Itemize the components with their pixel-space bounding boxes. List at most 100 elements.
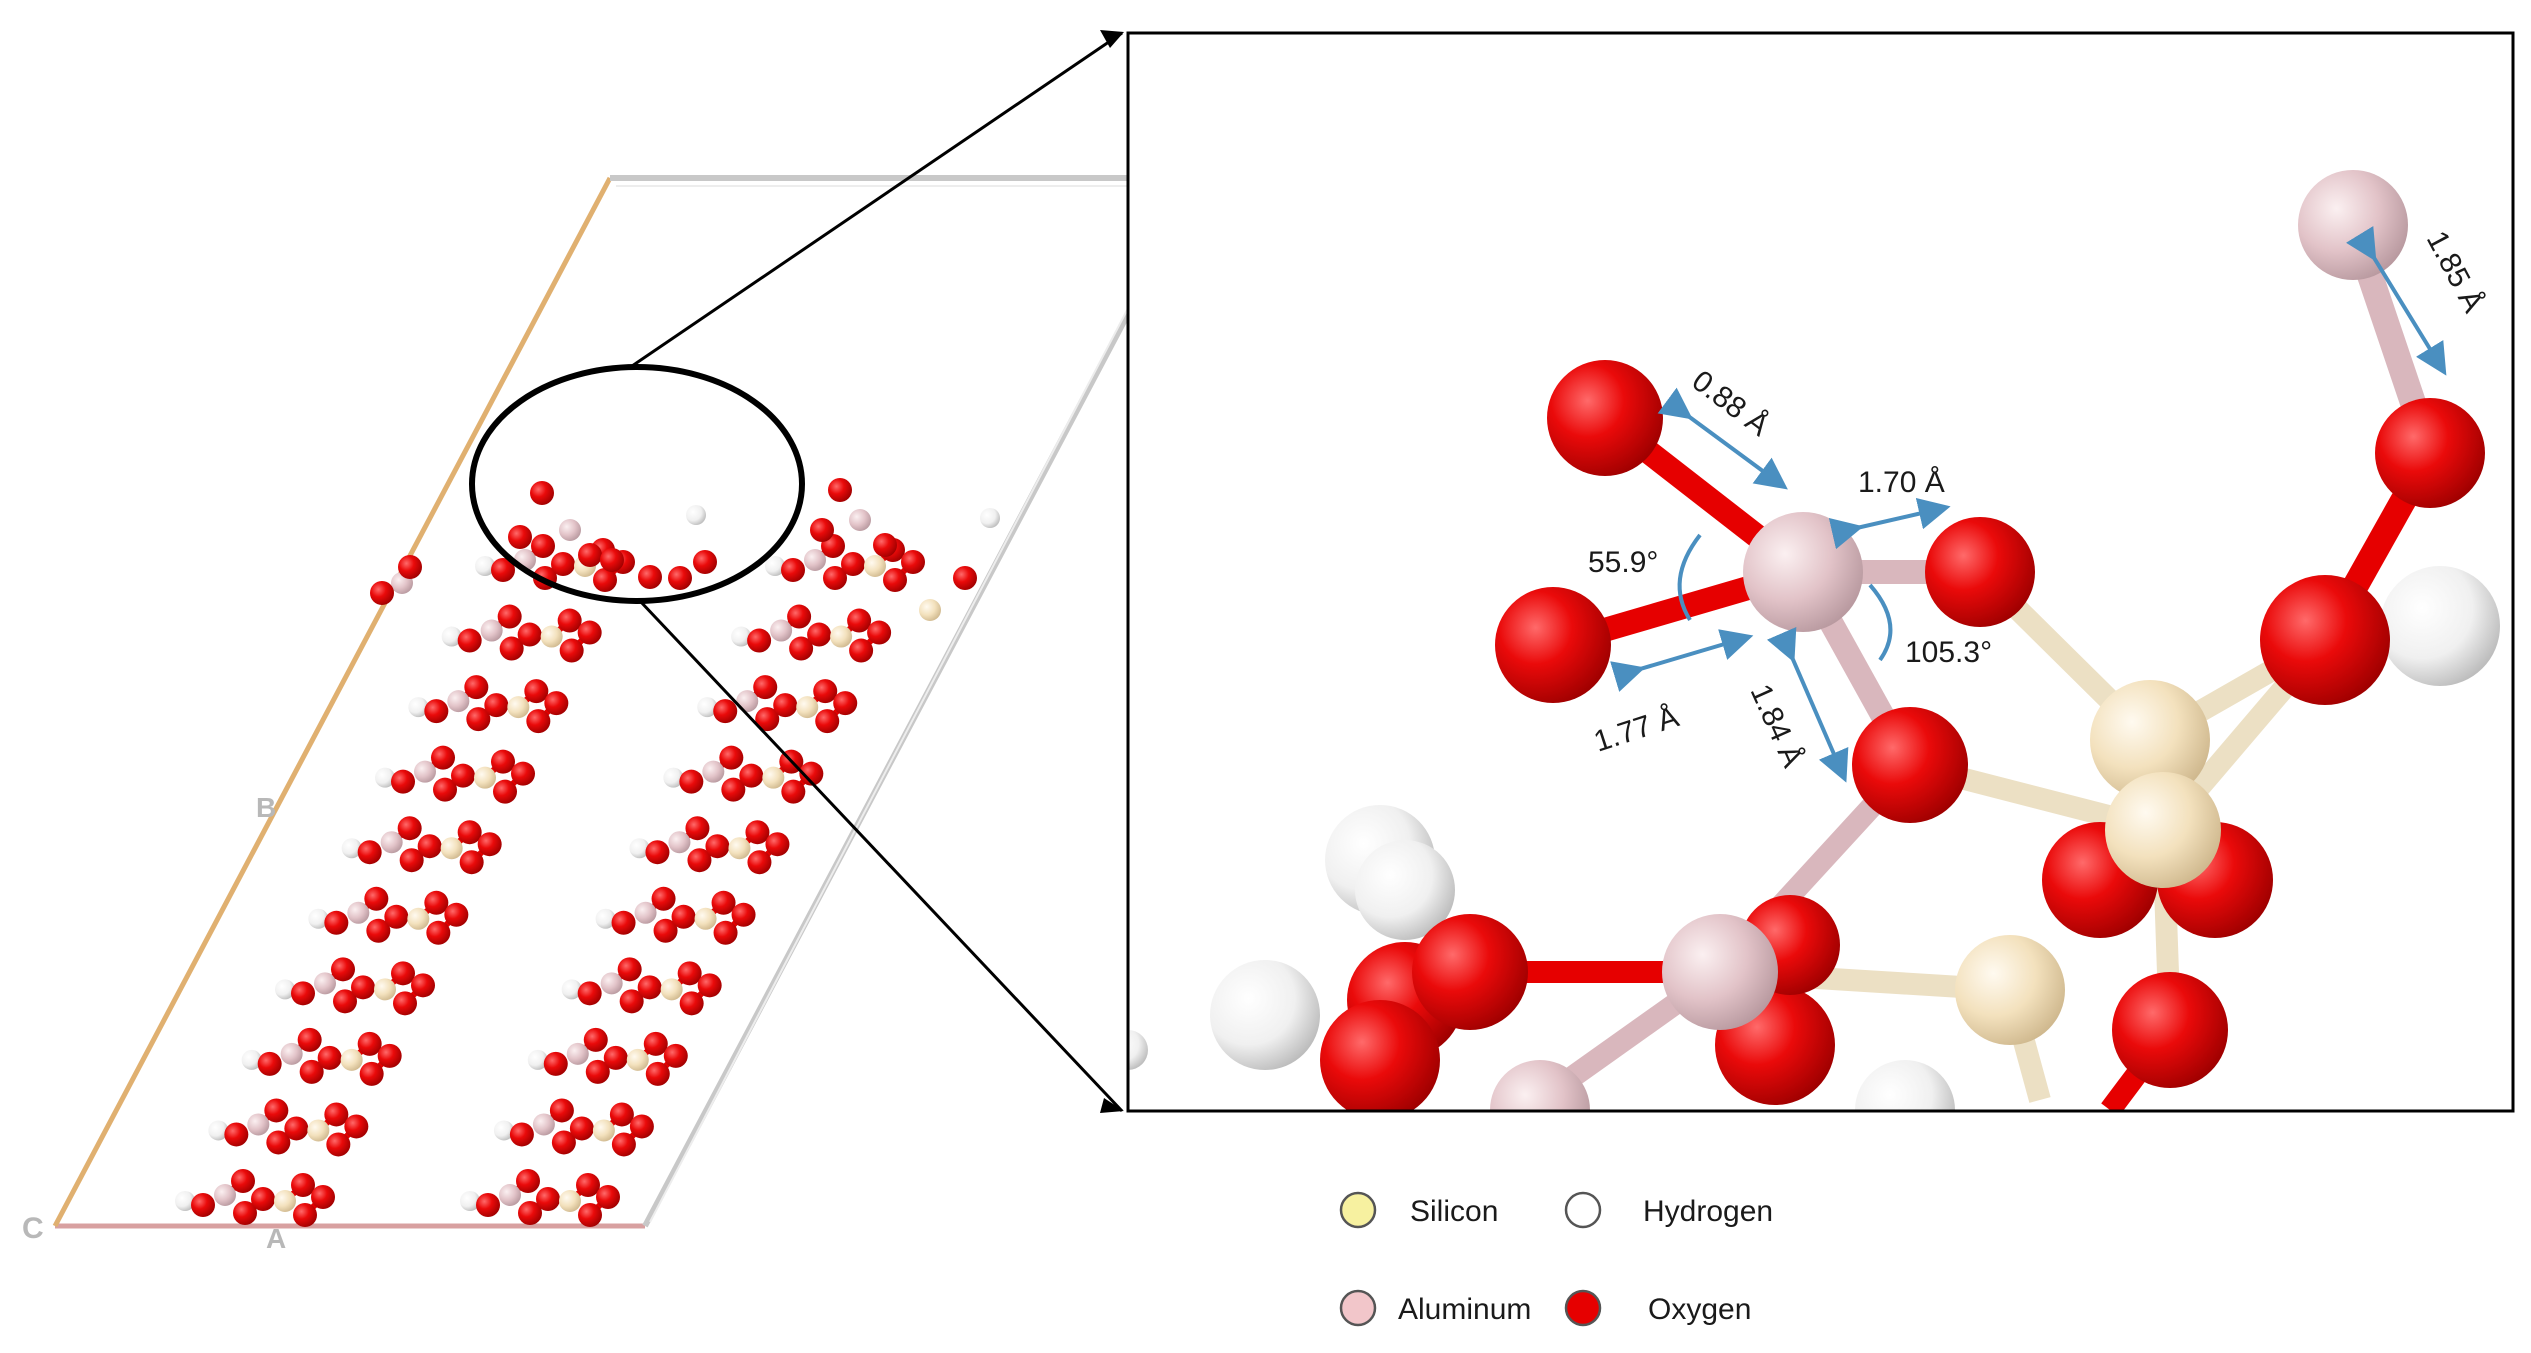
oxygen-atom: [531, 534, 555, 558]
oxygen-atom: [518, 1201, 542, 1225]
oxygen-atom: [251, 1187, 275, 1211]
oxygen-atom: [299, 1059, 324, 1084]
oxygen-atom: [497, 604, 522, 629]
aluminum-atom: [499, 1184, 521, 1206]
oxygen-atom: [431, 745, 455, 770]
oxygen-atom: [713, 920, 738, 945]
oxygen-atom: [324, 910, 349, 935]
hydrogen-atom: [595, 908, 616, 929]
oxygen-atom: [585, 1059, 610, 1084]
oxygen-atom: [611, 1132, 636, 1157]
measurement-label: 105.3°: [1905, 636, 1992, 669]
oxygen-atom: [311, 1185, 335, 1209]
oxygen-atom: [466, 707, 491, 732]
oxygen-atom: [609, 1102, 634, 1127]
oxygen-atom: [953, 566, 977, 590]
aluminum-atom: [314, 972, 336, 995]
oxygen-atom: [493, 779, 517, 804]
legend-item-oxygen: Oxygen: [1564, 1289, 1751, 1327]
oxygen-atom: [577, 981, 602, 1006]
aluminum-atom: [702, 760, 725, 783]
hydrogen-atom: [241, 1049, 262, 1070]
legend-item-aluminum: Aluminum: [1339, 1289, 1531, 1327]
oxygen-atom: [611, 910, 636, 935]
zoom-aluminum-atom: [1490, 1060, 1590, 1111]
oxygen-atom: [679, 991, 704, 1016]
oxygen-atom: [364, 886, 389, 911]
oxygen-atom: [617, 957, 642, 982]
oxygen-atom: [755, 707, 780, 732]
oxygen-atom: [596, 1185, 620, 1209]
oxygen-atom: [645, 840, 670, 865]
oxygen-atom: [397, 816, 422, 841]
silicon-swatch-icon: [1339, 1191, 1377, 1229]
oxygen-atom: [459, 850, 484, 875]
oxygen-atom: [637, 975, 662, 1000]
aluminum-atom: [559, 519, 581, 541]
hydrogen-atom: [208, 1120, 229, 1141]
aluminum-atom: [770, 619, 793, 642]
oxygen-atom: [557, 608, 582, 633]
oxygen-atom: [629, 1114, 654, 1139]
oxygen-atom: [713, 699, 738, 724]
oxygen-atom: [444, 902, 469, 927]
aluminum-atom: [532, 1113, 555, 1136]
oxygen-atom: [668, 566, 692, 590]
oxygen-atom: [873, 533, 897, 557]
oxygen-atom: [508, 525, 532, 549]
silicon-atom: [440, 837, 463, 860]
aluminum-atom: [736, 690, 759, 713]
zoom-connectors: [631, 30, 1124, 1113]
oxygen-atom: [693, 550, 717, 574]
oxygen-atom: [651, 886, 676, 911]
cell-edge-b: [52, 176, 613, 1228]
oxygen-atom: [326, 1132, 351, 1157]
axis-label-c: C: [22, 1212, 44, 1245]
silicon-atom: [728, 837, 751, 860]
silicon-atom: [830, 625, 853, 648]
oxygen-atom: [671, 904, 696, 929]
oxygen-atom: [781, 779, 806, 804]
oxygen-atom: [491, 749, 515, 774]
oxygen-atom: [711, 890, 736, 915]
aluminum-atom: [849, 509, 871, 531]
oxygen-atom: [464, 675, 489, 700]
oxygen-atom: [685, 816, 710, 841]
aluminum-atom: [447, 690, 470, 713]
zoom-aluminum-atom: [1743, 512, 1863, 632]
hydrogen-atom: [308, 908, 329, 929]
oxygen-atom: [233, 1201, 257, 1225]
silicon-atom: [507, 696, 530, 719]
oxygen-atom: [511, 761, 535, 786]
oxygen-atom: [679, 769, 704, 794]
aluminum-atom: [634, 901, 657, 924]
oxygen-atom: [393, 991, 417, 1016]
oxygen-atom: [901, 550, 925, 574]
oxygen-atom: [530, 481, 554, 505]
oxygen-atom: [543, 1051, 568, 1076]
oxygen-atom: [344, 1114, 369, 1139]
hydrogen-atom: [527, 1049, 548, 1070]
oxygen-atom: [781, 558, 805, 582]
oxygen-atom: [697, 973, 722, 998]
zoom-silicon-atom: [1955, 935, 2065, 1045]
hydrogen-atom: [175, 1191, 195, 1211]
oxygen-atom: [476, 1193, 500, 1217]
unit-cell-view: C A B: [22, 175, 1205, 1254]
silicon-atom: [540, 625, 563, 648]
zoom-hydrogen-atom: [1355, 840, 1455, 940]
oxygen-atom: [391, 769, 415, 794]
oxygen-atom: [509, 1122, 534, 1147]
zoom-silicon-atom: [2105, 772, 2221, 888]
oxygen-atom: [841, 552, 865, 576]
oxygen-atom: [399, 848, 424, 873]
oxygen-atom: [411, 973, 435, 998]
oxygen-atom: [433, 777, 457, 802]
oxygen-atom: [847, 608, 872, 633]
silicon-atom: [796, 696, 819, 719]
oxygen-atom: [577, 620, 602, 645]
oxygen-atom: [823, 566, 847, 590]
oxygen-atom: [799, 761, 824, 786]
oxygen-atom: [603, 1045, 628, 1070]
